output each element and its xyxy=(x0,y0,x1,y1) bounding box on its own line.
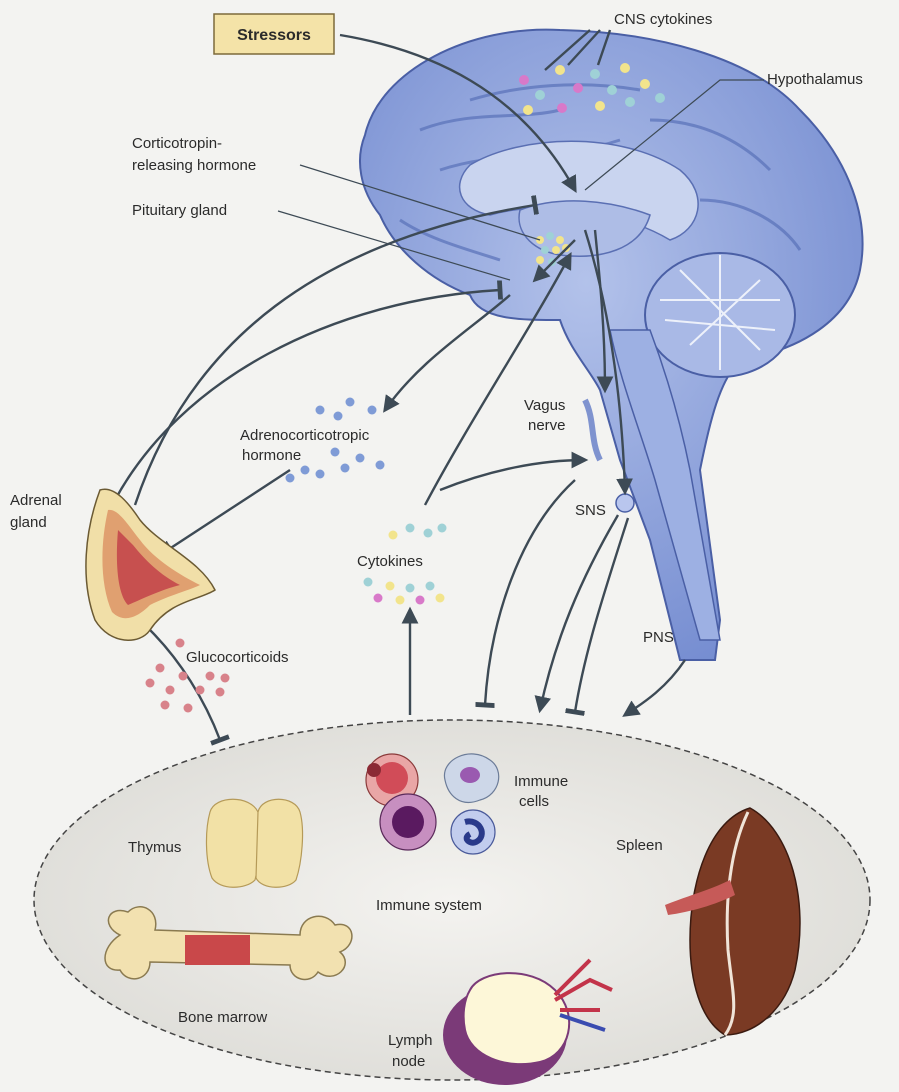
pns-to-immune-arrow xyxy=(625,660,685,715)
immune-cells-label-line1: Immune xyxy=(514,773,568,790)
glucocorticoid-to-immune-arrow xyxy=(150,630,220,740)
cytokines-label: Cytokines xyxy=(357,553,423,570)
vagus-label-line2: nerve xyxy=(528,417,566,434)
sns-to-immune-arrow xyxy=(540,515,618,710)
sns-ganglion xyxy=(616,494,634,512)
hypothalamus-label: Hypothalamus xyxy=(767,71,863,88)
adrenal-label-line1: Adrenal xyxy=(10,492,62,509)
sns-inhibit-immune-arrow xyxy=(575,518,628,712)
thymus-illustration xyxy=(206,799,302,887)
adrenal-label-line2: gland xyxy=(10,514,47,531)
vagus-nerve xyxy=(585,400,600,460)
cns-cytokines-label: CNS cytokines xyxy=(614,11,712,28)
pituitary-label: Pituitary gland xyxy=(132,202,227,219)
pns-label: PNS xyxy=(643,629,674,646)
spleen-label: Spleen xyxy=(616,837,663,854)
acth-to-adrenal-arrow xyxy=(160,470,290,555)
thymus-label: Thymus xyxy=(128,839,181,856)
immune-cells-label-line2: cells xyxy=(519,793,549,810)
lymph-node-label-line1: Lymph xyxy=(388,1032,432,1049)
acth-label-line2: hormone xyxy=(242,447,301,464)
stressors-label: Stressors xyxy=(237,27,311,44)
bone-marrow-label: Bone marrow xyxy=(178,1009,267,1026)
glucocorticoids-label: Glucocorticoids xyxy=(186,649,289,666)
adrenal-gland xyxy=(86,489,215,640)
vagus-label-line1: Vagus xyxy=(524,397,565,414)
crh-label-line2: releasing hormone xyxy=(132,157,256,174)
immune-system-label: Immune system xyxy=(376,897,482,914)
sns-label: SNS xyxy=(575,502,606,519)
acth-label-line1: Adrenocorticotropic xyxy=(240,427,370,444)
cytokines-to-vagus-arrow xyxy=(440,460,585,490)
crh-label-line1: Corticotropin- xyxy=(132,135,222,152)
vagus-to-immune-arrow xyxy=(485,480,575,705)
lymph-node-label-line2: node xyxy=(392,1053,425,1070)
